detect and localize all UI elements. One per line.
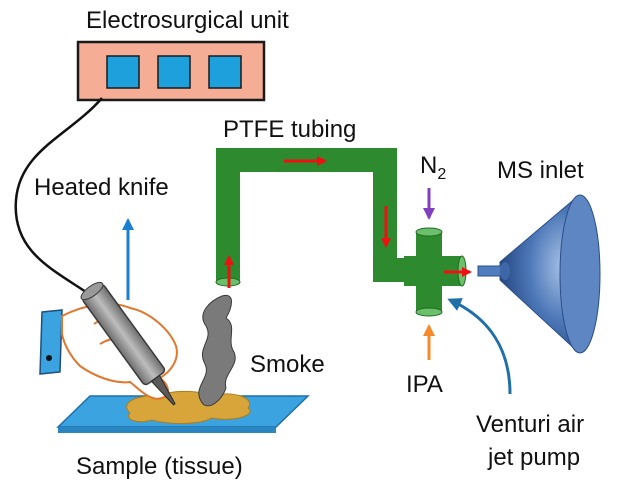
ms-inlet-label: MS inlet bbox=[497, 157, 584, 184]
tissue bbox=[126, 390, 251, 424]
venturi-label-line2: jet pump bbox=[487, 444, 580, 471]
unit-button-2 bbox=[157, 55, 191, 89]
tee-bottom-end bbox=[415, 307, 443, 317]
heated-knife-label: Heated knife bbox=[34, 174, 169, 201]
venturi-tee bbox=[404, 227, 467, 317]
heated-knife bbox=[80, 281, 176, 406]
sample bbox=[56, 390, 310, 433]
knife-tip bbox=[150, 374, 176, 406]
tubing-path bbox=[216, 148, 440, 282]
electrosurgical-unit bbox=[76, 40, 266, 102]
ms-capillary-mount bbox=[500, 262, 510, 280]
venturi-label-line1: Venturi air bbox=[476, 411, 584, 438]
n2-label: N2 bbox=[420, 152, 446, 183]
ipa-label: IPA bbox=[406, 371, 443, 398]
power-cable bbox=[14, 97, 103, 294]
ptfe-tubing-label: PTFE tubing bbox=[223, 116, 356, 143]
unit-button-1 bbox=[106, 55, 140, 89]
smoke-label: Smoke bbox=[250, 351, 325, 378]
sample-label: Sample (tissue) bbox=[76, 453, 243, 480]
wristband bbox=[39, 309, 63, 375]
slide-edge bbox=[58, 427, 276, 433]
tee-top-end bbox=[415, 227, 443, 237]
ms-inlet bbox=[477, 194, 601, 354]
venturi-arrow bbox=[447, 298, 512, 395]
wristband-dot bbox=[46, 355, 52, 361]
hand-with-knife bbox=[39, 281, 178, 406]
knife-cap bbox=[80, 281, 104, 301]
smoke-plume bbox=[198, 294, 236, 407]
unit-button-3 bbox=[208, 55, 242, 89]
electrosurgical-unit-label: Electrosurgical unit bbox=[86, 7, 289, 34]
ms-cone-rim bbox=[559, 194, 601, 354]
